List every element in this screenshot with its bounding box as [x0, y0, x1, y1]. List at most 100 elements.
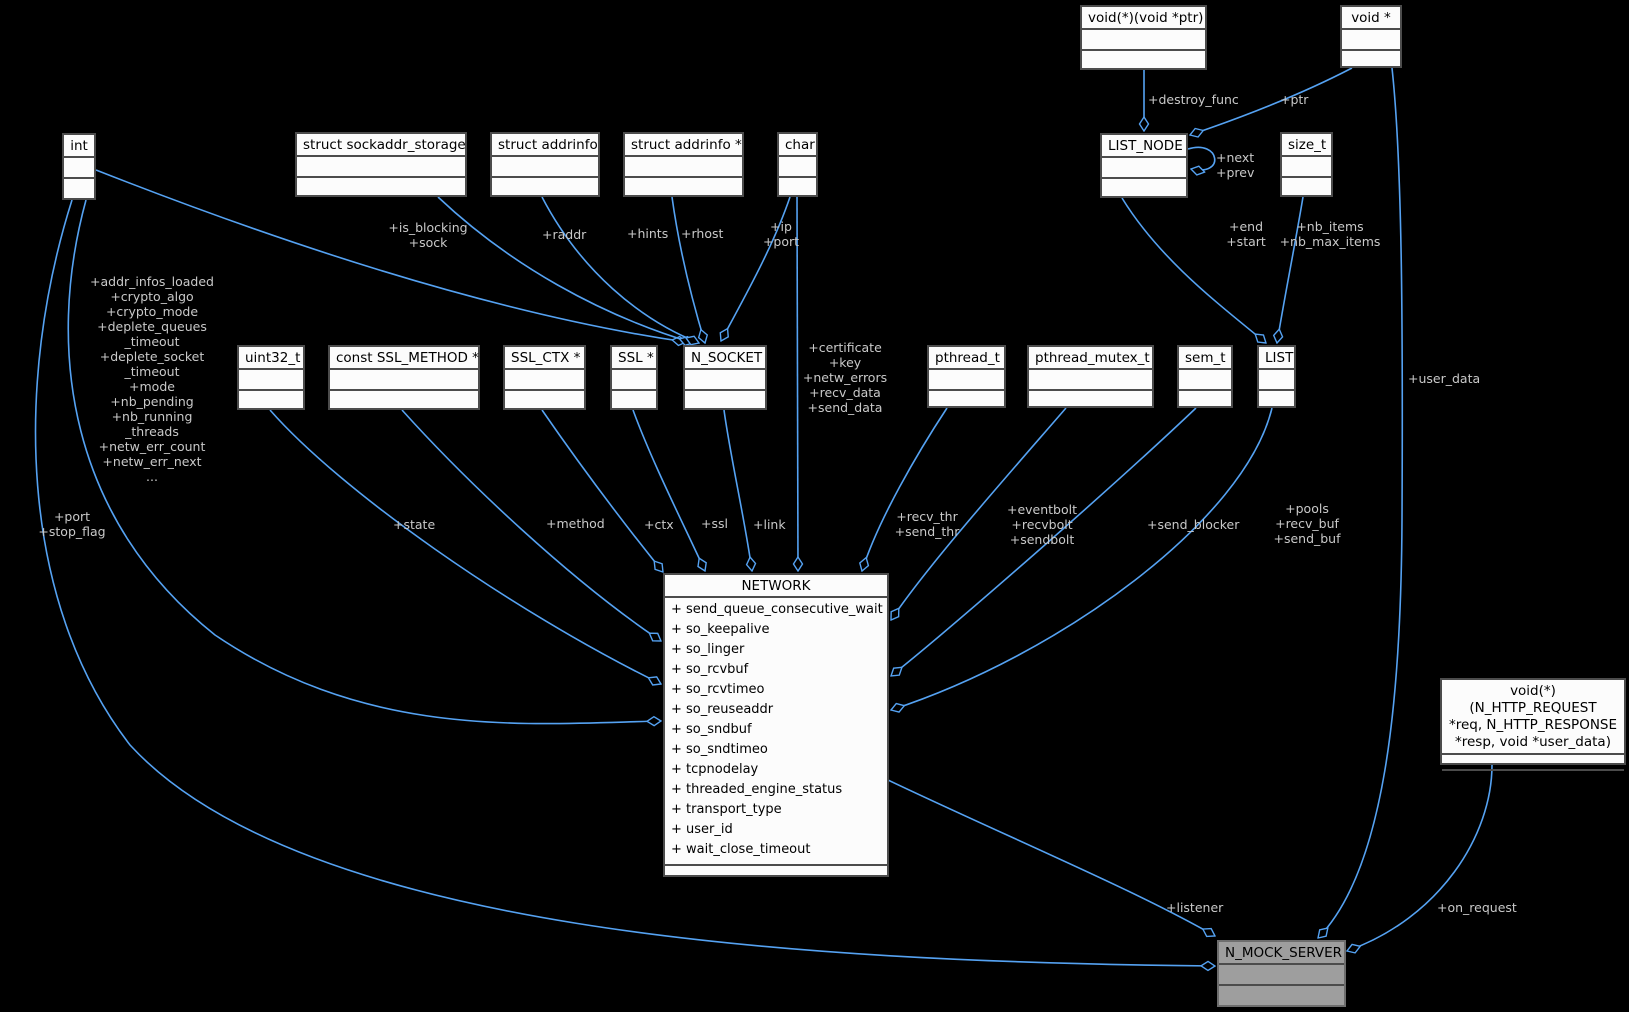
node-sockaddr-storage[interactable]: struct sockaddr_storage: [295, 132, 467, 197]
empty-compartment: [1259, 368, 1294, 389]
edge-raddr: [437, 196, 693, 343]
node-list[interactable]: LIST: [1257, 345, 1296, 408]
edge-label-ptr: +ptr: [1280, 92, 1309, 107]
edge-method: [401, 409, 661, 641]
empty-compartment: [1179, 368, 1231, 389]
node-ssl-method[interactable]: const SSL_METHOD *: [328, 345, 480, 410]
node-title: SSL *: [618, 350, 654, 366]
node-void-star[interactable]: void *: [1340, 5, 1402, 68]
edge-link: [723, 409, 752, 571]
edge-label-state: +state: [393, 517, 436, 532]
node-addrinfo-ptr[interactable]: struct addrinfo *: [623, 132, 744, 197]
empty-compartment: [685, 389, 765, 410]
empty-compartment: [625, 155, 742, 176]
node-title: struct addrinfo: [498, 137, 598, 153]
node-network[interactable]: NETWORK + send_queue_consecutive_wait + …: [663, 573, 889, 877]
node-sem-t[interactable]: sem_t: [1177, 345, 1233, 408]
empty-compartment: [492, 176, 598, 197]
node-title: char: [785, 137, 815, 153]
empty-compartment: [330, 389, 478, 410]
node-title: LIST: [1265, 350, 1294, 366]
edge-port-stop-flag: [34, 199, 1215, 966]
empty-compartment: [64, 156, 94, 177]
node-title: sem_t: [1185, 350, 1226, 366]
edge-label-ctx: +ctx: [644, 517, 674, 532]
node-ssl[interactable]: SSL *: [610, 345, 658, 410]
empty-compartment: [1029, 368, 1152, 389]
empty-compartment: [1342, 49, 1400, 70]
empty-compartment: [1179, 389, 1231, 410]
edge-label-ssl: +ssl: [701, 516, 728, 531]
node-title: SSL_CTX *: [511, 350, 581, 366]
empty-compartment: [929, 389, 1004, 410]
edge-label-bolts: +eventbolt +recvbolt +sendbolt: [1006, 502, 1078, 547]
edge-label-rhost: +rhost: [681, 226, 724, 241]
empty-compartment: [505, 389, 584, 410]
empty-compartment: [929, 368, 1004, 389]
empty-compartment: [665, 864, 887, 885]
empty-compartment: [625, 176, 742, 197]
edge-label-pools: +pools +recv_buf +send_buf: [1273, 501, 1341, 546]
node-pthread-t[interactable]: pthread_t: [927, 345, 1006, 408]
node-n-mock-server[interactable]: N_MOCK_SERVER: [1217, 940, 1346, 1007]
empty-compartment: [612, 389, 656, 410]
empty-compartment: [779, 155, 816, 176]
node-title: struct sockaddr_storage: [303, 137, 466, 153]
edge-nb-items: [1277, 196, 1304, 343]
node-pthread-mutex-t[interactable]: pthread_mutex_t: [1027, 345, 1154, 408]
edge-label-port-stop-flag: +port +stop_flag: [38, 509, 106, 539]
node-title: uint32_t: [245, 350, 301, 366]
edge-label-listener: +listener: [1166, 900, 1224, 915]
edge-ssl: [632, 409, 705, 571]
empty-compartment: [1259, 389, 1294, 410]
node-uint32-t[interactable]: uint32_t: [237, 345, 305, 410]
empty-compartment: [1102, 156, 1186, 177]
node-int[interactable]: int: [62, 133, 96, 200]
edge-label-user-data: +user_data: [1408, 371, 1481, 386]
node-addrinfo[interactable]: struct addrinfo: [490, 132, 600, 197]
attribute: + send_queue_consecutive_wait: [671, 602, 883, 617]
node-list-node[interactable]: LIST_NODE: [1100, 133, 1188, 198]
edge-label-int-fields: +addr_infos_loaded +crypto_algo +crypto_…: [90, 274, 214, 484]
edge-listener: [887, 779, 1215, 936]
empty-compartment: [1029, 389, 1152, 410]
edge-on-request: [1347, 764, 1493, 951]
node-title: int: [70, 138, 88, 154]
node-n-socket[interactable]: N_SOCKET: [683, 345, 767, 410]
empty-compartment: [685, 368, 765, 389]
edge-label-nb-items: +nb_items +nb_max_items: [1279, 219, 1381, 249]
edge-certificate-block: [797, 196, 798, 571]
edge-send-blocker: [891, 407, 1197, 676]
attribute-compartment: + send_queue_consecutive_wait + so_keepa…: [665, 596, 887, 864]
attribute: + wait_close_timeout: [671, 842, 811, 857]
empty-compartment: [330, 368, 478, 389]
node-void-ptr-fn[interactable]: void(*)(void *ptr): [1080, 5, 1207, 70]
empty-compartment: [1282, 176, 1331, 197]
node-title: pthread_t: [935, 350, 1000, 366]
attribute: + threaded_engine_status: [671, 782, 843, 797]
empty-compartment: [239, 389, 303, 410]
node-char[interactable]: char: [777, 132, 818, 197]
empty-compartment: [1219, 963, 1344, 984]
edge-user-data: [1318, 67, 1404, 938]
edge-pools: [891, 407, 1273, 710]
node-title: void(*)(N_HTTP_REQUEST *req, N_HTTP_RESP…: [1448, 683, 1618, 750]
attribute: + so_reuseaddr: [671, 702, 774, 717]
node-http-handler-fn[interactable]: void(*)(N_HTTP_REQUEST *req, N_HTTP_RESP…: [1440, 678, 1626, 771]
edge-label-recv-send-thr: +recv_thr +send_thr: [894, 509, 960, 539]
node-size-t[interactable]: size_t: [1280, 132, 1333, 197]
edge-bolts: [891, 407, 1067, 620]
edge-label-ip-port: +ip +port: [762, 219, 800, 249]
empty-compartment: [239, 368, 303, 389]
empty-compartment: [297, 155, 465, 176]
node-title: LIST_NODE: [1108, 138, 1183, 154]
empty-compartment: [297, 176, 465, 197]
edge-ptr: [1190, 67, 1353, 135]
edge-label-method: +method: [546, 516, 605, 531]
edge-next-prev-selfloop: [1187, 146, 1216, 170]
empty-compartment: [492, 155, 598, 176]
edge-rhost: [671, 196, 705, 343]
empty-compartment: [1219, 984, 1344, 1005]
node-ssl-ctx[interactable]: SSL_CTX *: [503, 345, 586, 410]
